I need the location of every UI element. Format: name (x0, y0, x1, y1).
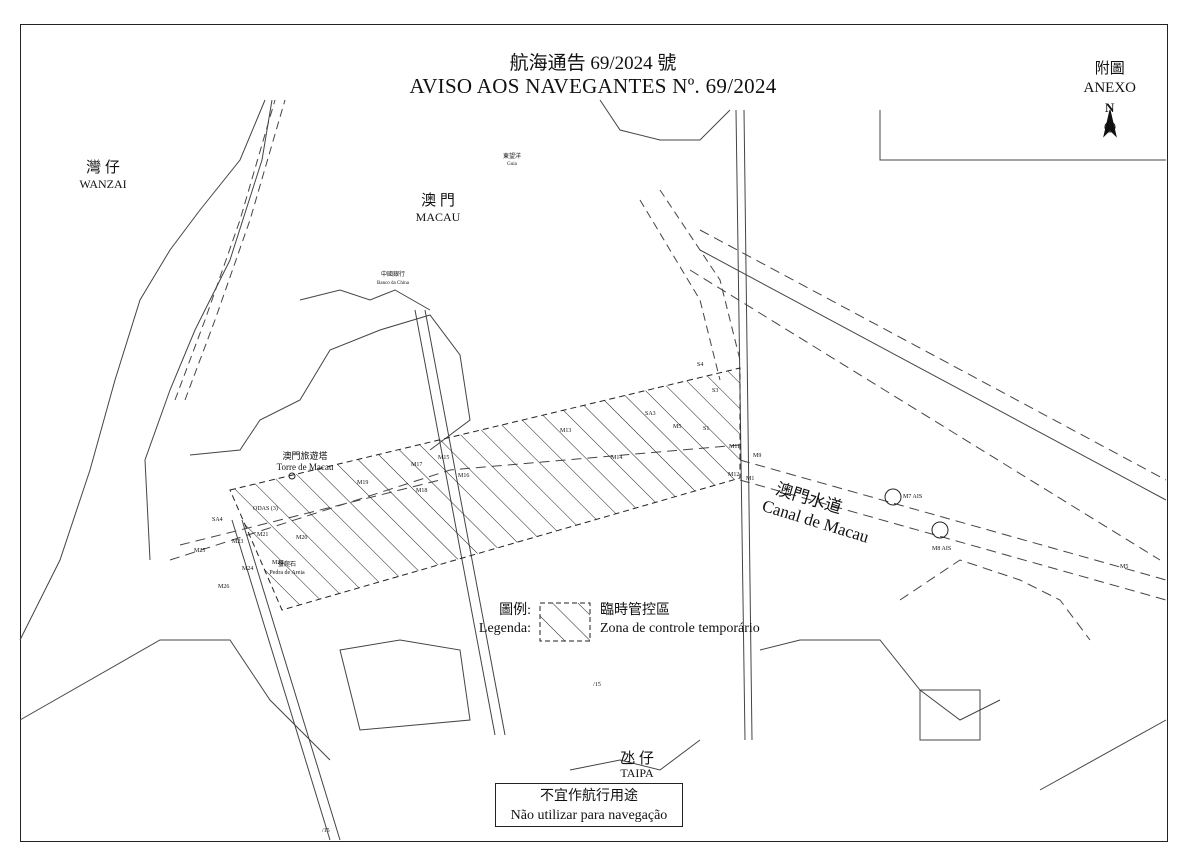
mark-label: M9 (753, 453, 761, 459)
mark-label: S3 (712, 388, 718, 394)
place-guia-pt: Guia (507, 162, 518, 167)
place-tower-pt: Torre de Macau (277, 462, 334, 472)
legend-item-pt: Zona de controle temporário (600, 621, 760, 636)
mark-label: M8 AIS (932, 546, 951, 552)
mark-label: M20 (296, 535, 307, 541)
disclaimer-zh: 不宜作航行用途 (540, 789, 638, 804)
mark-label: ODAS (3) (253, 505, 278, 512)
legend-label-pt: Legenda: (478, 621, 531, 636)
coastline-macau-south (189, 314, 471, 456)
title-zh: 航海通告 69/2024 號 (509, 53, 677, 74)
ais-buoy-icon (884, 488, 902, 506)
mark-label: M13 (560, 428, 571, 434)
mark-label: M18 (416, 488, 427, 494)
annex-pt: ANEXO (1083, 80, 1137, 96)
mark-label: M21 (257, 532, 268, 538)
navigation-disclaimer: 不宜作航行用途 Não utilizar para navegação (495, 783, 683, 827)
mark-label: S1 (703, 426, 709, 432)
ais-buoy-icon (931, 521, 949, 539)
mark-label: M14 (611, 455, 622, 461)
mark-label: M7 AIS (903, 494, 922, 500)
disclaimer-pt: Não utilizar para navegação (510, 808, 668, 823)
mark-label: M15 (438, 455, 449, 461)
title-pt: AVISO AOS NAVEGANTES Nº. 69/2024 (409, 74, 777, 98)
legend-label-zh: 圖例: (499, 603, 531, 618)
place-rocks-zh: 蟹爬石 (278, 560, 296, 568)
mark-label: S4 (697, 362, 703, 368)
mark-label: M16 (458, 473, 469, 479)
north-arrow-icon (1103, 109, 1117, 138)
mark-label: M26 (218, 584, 229, 590)
north-label: N (1105, 100, 1115, 115)
annex-zh: 附圖 (1094, 61, 1125, 77)
mark-label: M19 (357, 480, 368, 486)
mark-label: M5 (1120, 564, 1128, 570)
mark-label: M11 (729, 444, 740, 450)
mark-label: SA4 (212, 517, 223, 523)
place-taipa-pt: TAIPA (620, 766, 654, 780)
mark-label: M23 (232, 539, 243, 545)
mark-label: M25 (194, 548, 205, 554)
mark-label: M22 (272, 560, 283, 566)
place-bank-pt: Banco da China (377, 281, 410, 286)
annex-label: 附圖 ANEXO N (1084, 60, 1137, 117)
map-frame (20, 24, 1168, 842)
temporary-control-zone (229, 367, 741, 611)
page-number: /15 (322, 828, 330, 834)
legend-item-zh: 臨時管控區 (600, 603, 670, 618)
place-macau-zh: 澳 門 (421, 192, 455, 209)
page-ref: /15 (593, 682, 601, 688)
place-wanzai-pt: WANZAI (79, 177, 126, 191)
mark-label: M24 (242, 566, 253, 572)
legend-swatch (539, 602, 591, 642)
coastline-taipa (19, 639, 1001, 771)
place-wanzai-zh: 灣 仔 (86, 159, 120, 176)
place-macau-pt: MACAU (416, 210, 461, 224)
place-tower-zh: 澳門旅遊塔 (282, 450, 327, 461)
mark-label: M17 (411, 462, 422, 468)
place-guia-zh: 東望洋 (503, 152, 521, 160)
tower-icon (288, 472, 296, 480)
place-taipa-zh: 氹 仔 (620, 750, 654, 767)
mark-label: M5 (673, 424, 681, 430)
coastline-macau-west (144, 99, 273, 561)
place-rocks-pt: Pedra de Areia (269, 570, 305, 576)
mark-label: SA3 (645, 411, 656, 417)
place-bank-zh: 中國銀行 (381, 270, 405, 278)
channel-west (174, 99, 276, 401)
coastline-wanzai (19, 99, 266, 641)
mark-label: M12 (728, 472, 739, 478)
mark-label: M1 (746, 476, 754, 482)
